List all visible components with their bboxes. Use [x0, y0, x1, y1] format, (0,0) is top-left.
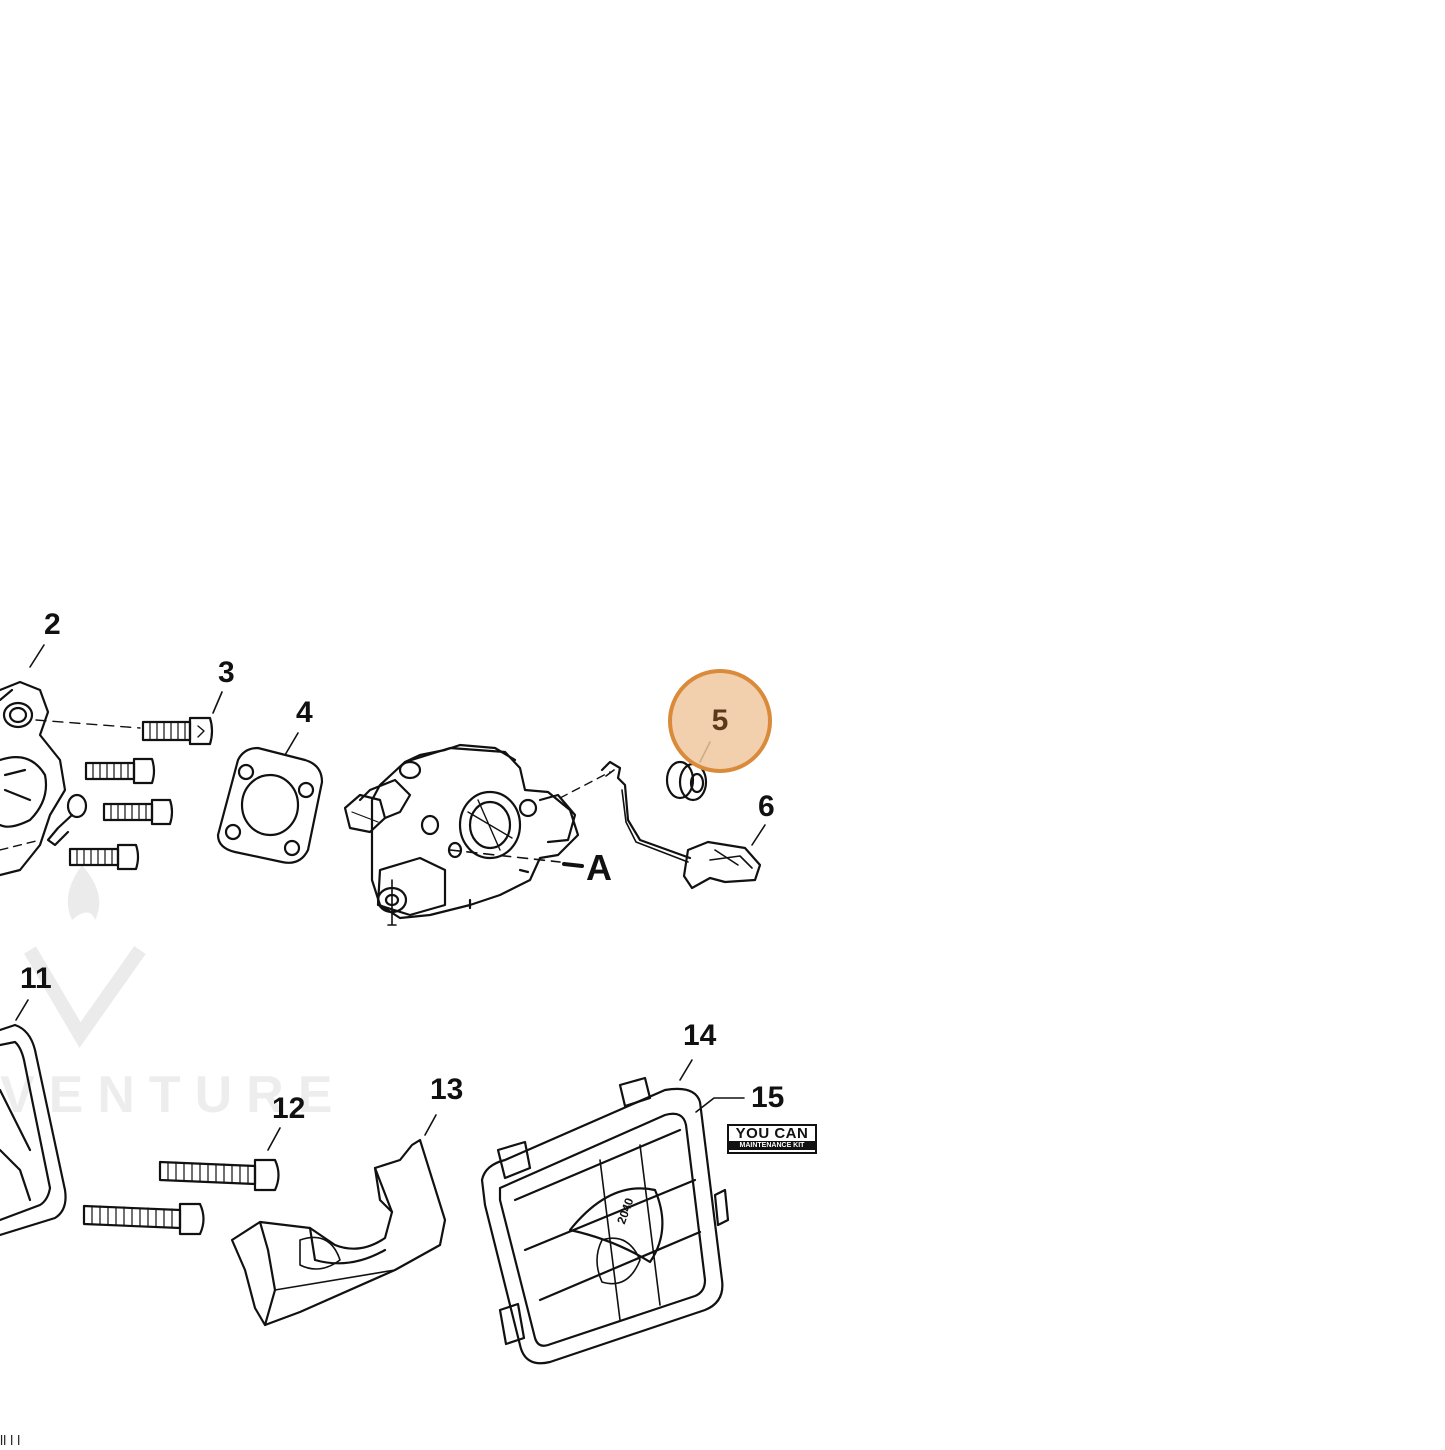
- part-label-14: 14: [683, 1019, 717, 1052]
- watermark-text: VENTURE: [0, 1066, 347, 1124]
- kit-logo-bottom: MAINTENANCE KIT: [729, 1141, 815, 1150]
- part-6-lever: [600, 760, 766, 890]
- kit-logo-top: YOU CAN: [735, 1125, 809, 1142]
- part-label-6: 6: [758, 790, 775, 823]
- part-label-5: 5: [711, 704, 729, 737]
- part-11-cover: [0, 999, 67, 1237]
- carburetor: [343, 743, 580, 926]
- maintenance-kit-logo: YOU CAN MAINTENANCE KIT: [727, 1124, 817, 1154]
- footer-text: ll l l: [0, 1432, 21, 1448]
- part-12-screws: [82, 1127, 281, 1236]
- part-label-2: 2: [44, 608, 61, 641]
- part-4-gasket: [216, 732, 324, 864]
- part-3-screws: [46, 691, 223, 871]
- part-label-11: 11: [20, 962, 52, 995]
- part-label-4: 4: [296, 696, 313, 729]
- reference-label-a: A: [586, 847, 612, 888]
- part-label-13: 13: [430, 1073, 464, 1106]
- part-14-air-filter: [480, 1059, 745, 1365]
- part-label-12: 12: [272, 1092, 306, 1125]
- part-2-manifold: [0, 680, 67, 877]
- watermark-logo: [23, 865, 146, 1048]
- part-label-15: 15: [751, 1081, 785, 1114]
- part-13-bracket: [230, 1114, 447, 1327]
- part-label-3: 3: [218, 656, 235, 689]
- highlighted-part-marker[interactable]: 5: [668, 669, 772, 773]
